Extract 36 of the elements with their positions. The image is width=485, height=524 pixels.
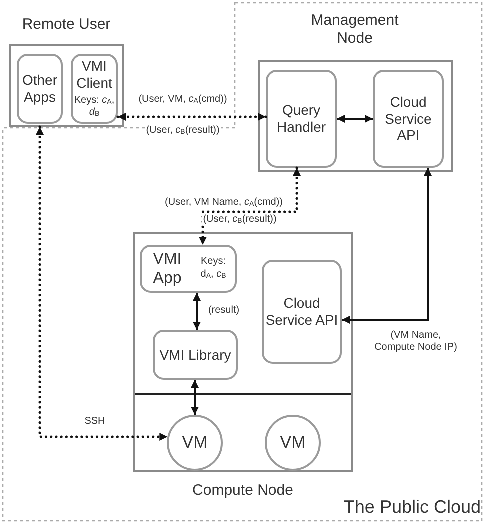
component-label: Query Handler (276, 102, 328, 136)
component-label: VMI Client (76, 58, 114, 92)
node-title: Compute Node (192, 482, 294, 500)
message-label: (User, c$_{B}$(result)) (145, 124, 221, 138)
vm-circle (167, 415, 223, 471)
component-label: Cloud Service API (384, 94, 433, 144)
arrow (193, 293, 201, 330)
component-box (17, 54, 63, 124)
message-label: (User, c$_{B}$(result)) (202, 214, 278, 226)
edge-label: (User, VM, c$_{A}$(cmd)) (138, 94, 228, 106)
component-box (262, 260, 342, 364)
component-label: VM (280, 432, 306, 454)
edge-label: (result) (207, 305, 241, 317)
node-title: Management Node (310, 12, 400, 48)
dotted-arrow (199, 166, 301, 246)
component-box (153, 330, 238, 380)
component-box (266, 70, 337, 168)
component-box (71, 54, 118, 124)
component-label: Other Apps (21, 72, 58, 106)
component-box (140, 245, 237, 293)
arrow (191, 380, 199, 415)
arrow (342, 168, 432, 324)
component-label: VM (182, 432, 208, 454)
edge-label: (User, VM Name, c$_{A}$(cmd)) (164, 196, 284, 210)
dotted-arrow (36, 126, 169, 441)
component-label: VMI Library (160, 346, 232, 364)
component-label: Cloud Service API (264, 295, 340, 329)
vm-circle (265, 415, 321, 471)
region-title: The Public Cloud (344, 497, 481, 519)
keys-label: Keys: c$_{A}$, d$_{B}$ (73, 94, 116, 120)
node-title: Remote User (21, 16, 112, 34)
keys-label: Keys: d$_{A}$, c$_{B}$ (200, 256, 228, 282)
dotted-arrow (116, 113, 268, 121)
arrow (337, 115, 373, 123)
component-label: VMI App (152, 250, 183, 288)
component-box (373, 70, 444, 168)
